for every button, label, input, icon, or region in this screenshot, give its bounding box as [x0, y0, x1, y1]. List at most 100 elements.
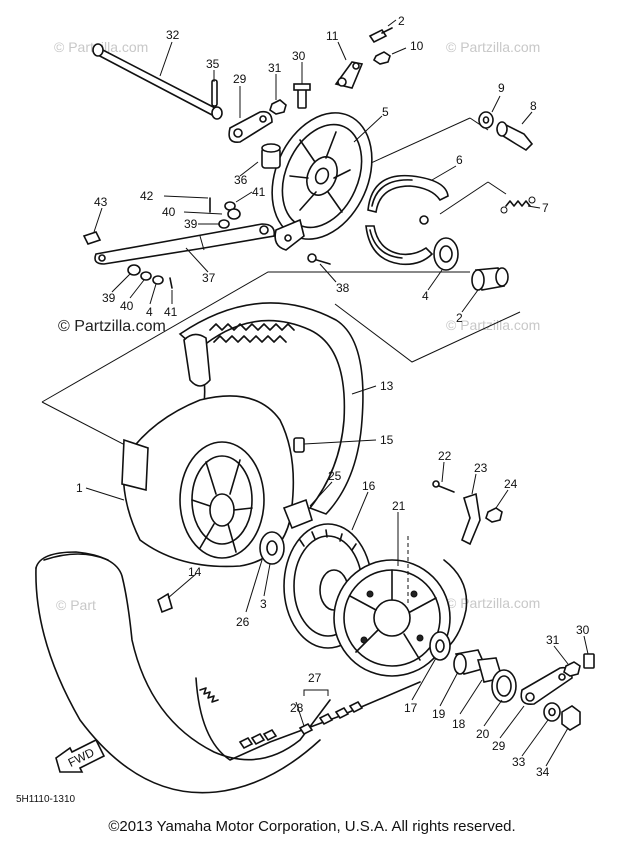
callout: 26	[236, 615, 250, 629]
callout: 40	[162, 205, 176, 219]
callout: 4	[422, 289, 429, 303]
callout: 15	[380, 433, 394, 447]
callout: 39	[184, 217, 198, 231]
fwd-arrow-icon: FWD	[55, 738, 106, 773]
callout: 14	[188, 565, 202, 579]
watermark: © Partzilla.com	[58, 318, 166, 335]
sprocket-stud	[432, 480, 455, 493]
callout: 8	[530, 99, 537, 113]
axle-nut	[561, 705, 581, 731]
collar-lower	[429, 631, 451, 661]
bearing-upper	[433, 237, 459, 271]
callout: 29	[492, 739, 506, 753]
chain-joint-plate	[298, 700, 364, 736]
bearing-lower	[259, 531, 285, 565]
callout: 28	[290, 701, 304, 715]
washer	[478, 111, 494, 129]
brake-shoe-plate	[271, 112, 373, 251]
oil-seal	[453, 649, 488, 675]
callout: 31	[546, 633, 560, 647]
callout: 25	[328, 469, 342, 483]
chain-link	[238, 728, 278, 750]
spacer	[471, 267, 509, 291]
callout: 42	[140, 189, 154, 203]
torque-arm	[94, 223, 276, 265]
callout: 23	[474, 461, 488, 475]
callout: 7	[542, 201, 549, 215]
callout: 1	[76, 481, 83, 495]
chain-adjuster-upper	[228, 110, 273, 144]
callout: 9	[498, 81, 505, 95]
callout: 34	[536, 765, 550, 779]
adjuster-bolt-upper	[293, 83, 311, 109]
callout: 41	[164, 305, 178, 319]
axle-washer	[543, 702, 561, 722]
rear-sprocket	[333, 559, 451, 677]
callout: 40	[120, 299, 134, 313]
callout: 20	[476, 727, 490, 741]
callout: 27	[308, 671, 322, 685]
callout: 30	[292, 49, 306, 63]
circlip	[491, 669, 517, 703]
callout: 6	[456, 153, 463, 167]
adjuster-nut-upper	[269, 99, 287, 115]
callout: 18	[452, 717, 466, 731]
callout: 3	[260, 597, 267, 611]
axle	[92, 43, 223, 120]
callout: 31	[268, 61, 282, 75]
diagram-reference-code: 5H1110-1310	[16, 794, 76, 805]
callout: 21	[392, 499, 406, 513]
callout: 39	[102, 291, 116, 305]
callout: 43	[94, 195, 108, 209]
collar	[261, 143, 281, 169]
callout: 29	[233, 72, 247, 86]
callout: 33	[512, 755, 526, 769]
chain-joint	[238, 689, 364, 750]
callout: 19	[432, 707, 446, 721]
brake-plate-bolt	[307, 253, 331, 265]
callout: 2	[456, 311, 463, 325]
callout: 16	[362, 479, 376, 493]
callout: 36	[234, 173, 248, 187]
leader-lines	[85, 19, 589, 767]
cotter-pin	[211, 79, 218, 107]
torque-arm-hardware-upper	[209, 197, 241, 229]
copyright-notice: ©2013 Yamaha Motor Corporation, U.S.A. A…	[108, 818, 516, 835]
callout: 17	[404, 701, 418, 715]
callouts: 32 35 29 31 30 11 2 10 9 8 5 6 7 36 42 4…	[76, 14, 590, 779]
callout: 35	[206, 57, 220, 71]
brake-shoe-spring	[500, 196, 536, 214]
callout: 24	[504, 477, 518, 491]
adjuster-bolt-lower	[583, 653, 595, 669]
callout: 38	[336, 281, 350, 295]
sprocket-nut	[485, 507, 503, 523]
hub-damper	[282, 498, 313, 530]
callout: 4	[146, 305, 153, 319]
adjuster-nut-lower	[563, 661, 581, 677]
torque-arm-hardware-lower	[127, 264, 173, 289]
callout: 2	[398, 14, 405, 28]
brake-cam-lever	[334, 61, 364, 89]
callout: 30	[576, 623, 590, 637]
torque-arm-bolt	[82, 231, 102, 245]
brake-camshaft	[496, 121, 534, 152]
callout: 5	[382, 105, 389, 119]
callout: 22	[438, 449, 452, 463]
watermark: © Partzilla.com	[446, 39, 540, 55]
watermark: © Partzilla.com	[446, 595, 540, 611]
rear-hub	[121, 395, 305, 568]
callout: 41	[252, 185, 266, 199]
nut-small	[372, 51, 391, 65]
callout: 32	[166, 28, 180, 42]
callout: 37	[202, 271, 216, 285]
chain-adjuster-lower	[520, 666, 573, 706]
callout: 10	[410, 39, 424, 53]
lock-washer	[461, 492, 481, 546]
brake-shoe-kit	[365, 174, 449, 266]
watermark: © Partzilla.com	[446, 317, 540, 333]
bolt-small	[368, 27, 393, 44]
callout: 11	[326, 29, 339, 43]
watermark: © Part	[56, 597, 96, 613]
rear-tire	[149, 302, 364, 515]
